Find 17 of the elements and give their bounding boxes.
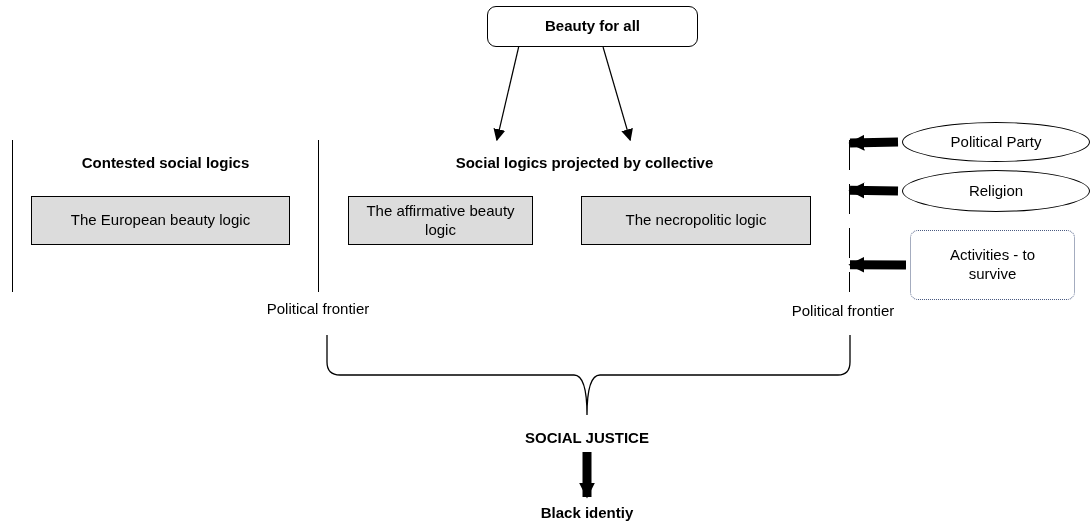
column-heading: Social logics projected by collective (454, 154, 715, 171)
block-arrow (848, 134, 899, 151)
logic-box: The necropolitic logic (581, 196, 811, 245)
frontier-label: Political frontier (791, 302, 895, 319)
arrow (602, 46, 633, 142)
title-box: Beauty for all (487, 6, 698, 47)
concept-text: Black identiy (517, 503, 657, 523)
arrow (493, 46, 520, 142)
block-arrow (848, 256, 907, 273)
frontier-label: Political frontier (266, 300, 370, 317)
concept-text: SOCIAL JUSTICE (507, 428, 667, 448)
logic-box: The affirmative beauty logic (348, 196, 533, 245)
column-panel (12, 140, 319, 292)
column-heading: Contested social logics (80, 154, 251, 171)
block-arrow (848, 182, 899, 199)
block-arrow (579, 452, 595, 499)
logic-box: The European beauty logic (31, 196, 290, 245)
